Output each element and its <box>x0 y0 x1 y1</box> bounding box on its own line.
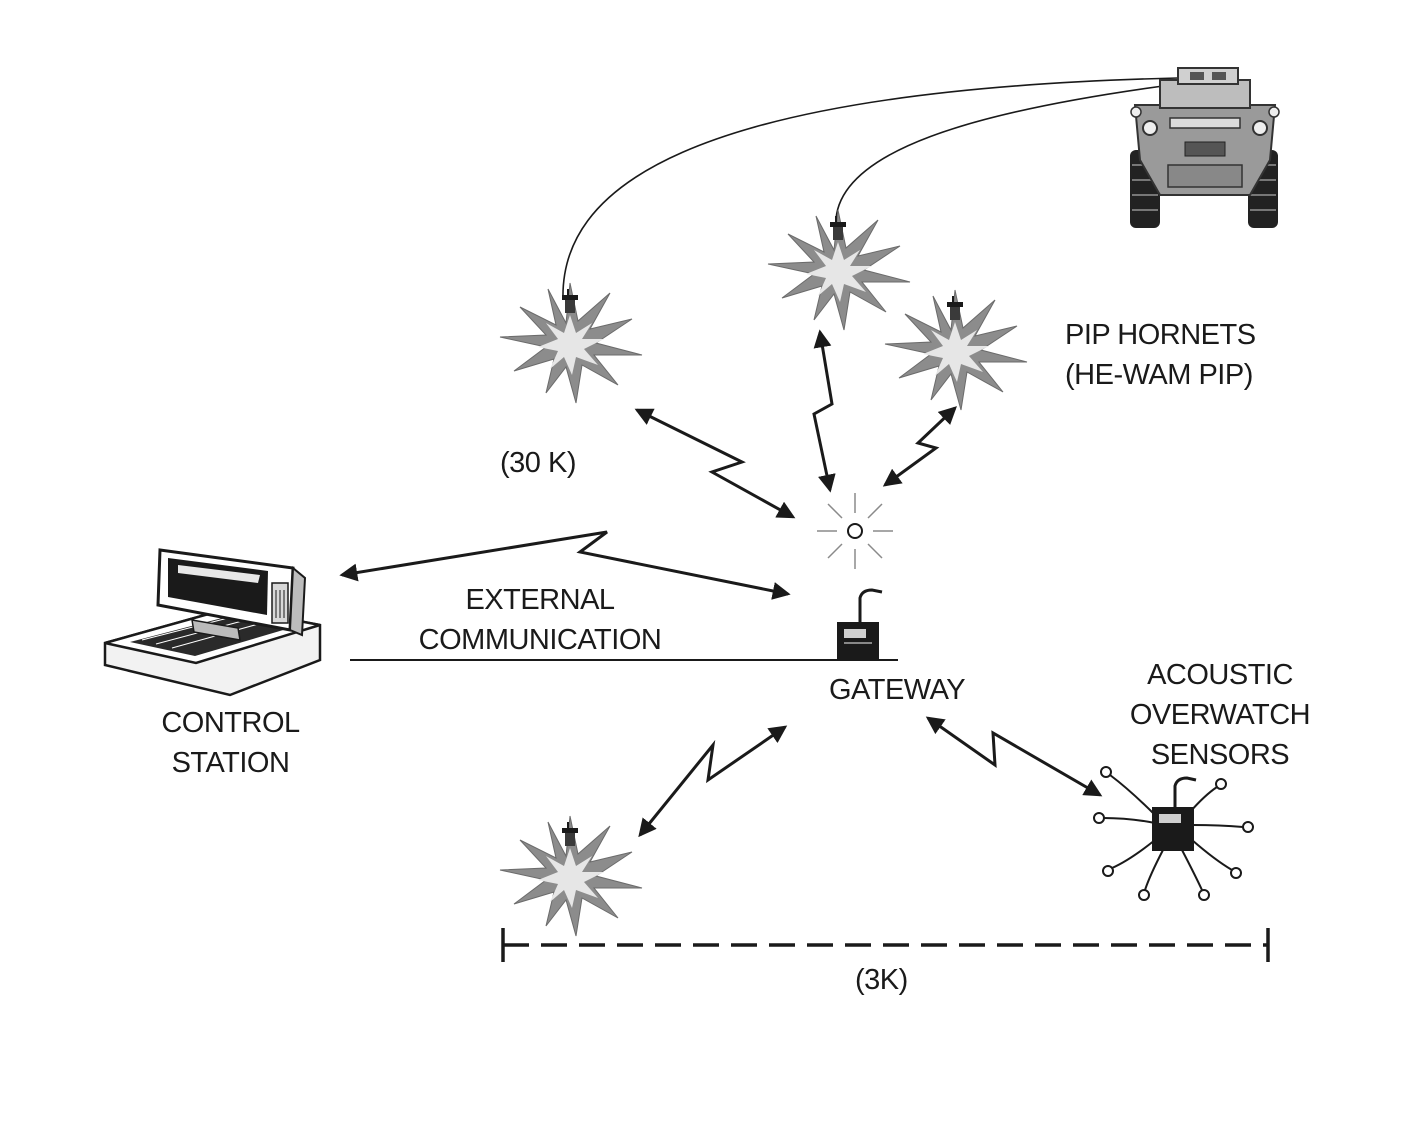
hornet-burst-icon <box>767 209 911 331</box>
link-hornet1-relay <box>634 408 796 519</box>
relay-node-icon <box>817 493 893 569</box>
link-hornet3-relay <box>882 406 957 487</box>
armored-vehicle-icon <box>1130 67 1280 228</box>
acoustic-sensor-icon <box>1093 766 1254 901</box>
range-scale-bar <box>501 928 1270 962</box>
acoustic-overwatch-sensors-label: ACOUSTIC OVERWATCH SENSORS <box>1129 659 1311 771</box>
wire-to-hornet-1 <box>562 77 1179 301</box>
range-3k-label: (3K) <box>855 964 908 996</box>
pip-hornets-label: PIP HORNETS (HE-WAM PIP) <box>1065 319 1256 391</box>
control-station-label: CONTROL STATION <box>161 707 300 779</box>
wire-to-hornet-2 <box>835 83 1179 229</box>
gateway-label: GATEWAY <box>829 674 966 706</box>
link-gateway-sensors <box>925 716 1103 797</box>
gateway-radio-icon <box>837 588 883 659</box>
link-gateway-hornet4 <box>638 725 788 838</box>
external-communication-label: EXTERNAL COMMUNICATION <box>418 584 662 656</box>
hornet-burst-icon <box>499 815 643 937</box>
link-hornet2-relay <box>812 329 836 493</box>
link-control-gateway <box>339 530 791 600</box>
computer-terminal-icon <box>103 548 322 697</box>
hornet-burst-icon <box>884 289 1028 411</box>
range-30k-label: (30 K) <box>500 447 576 479</box>
hornet-burst-icon <box>499 282 643 404</box>
